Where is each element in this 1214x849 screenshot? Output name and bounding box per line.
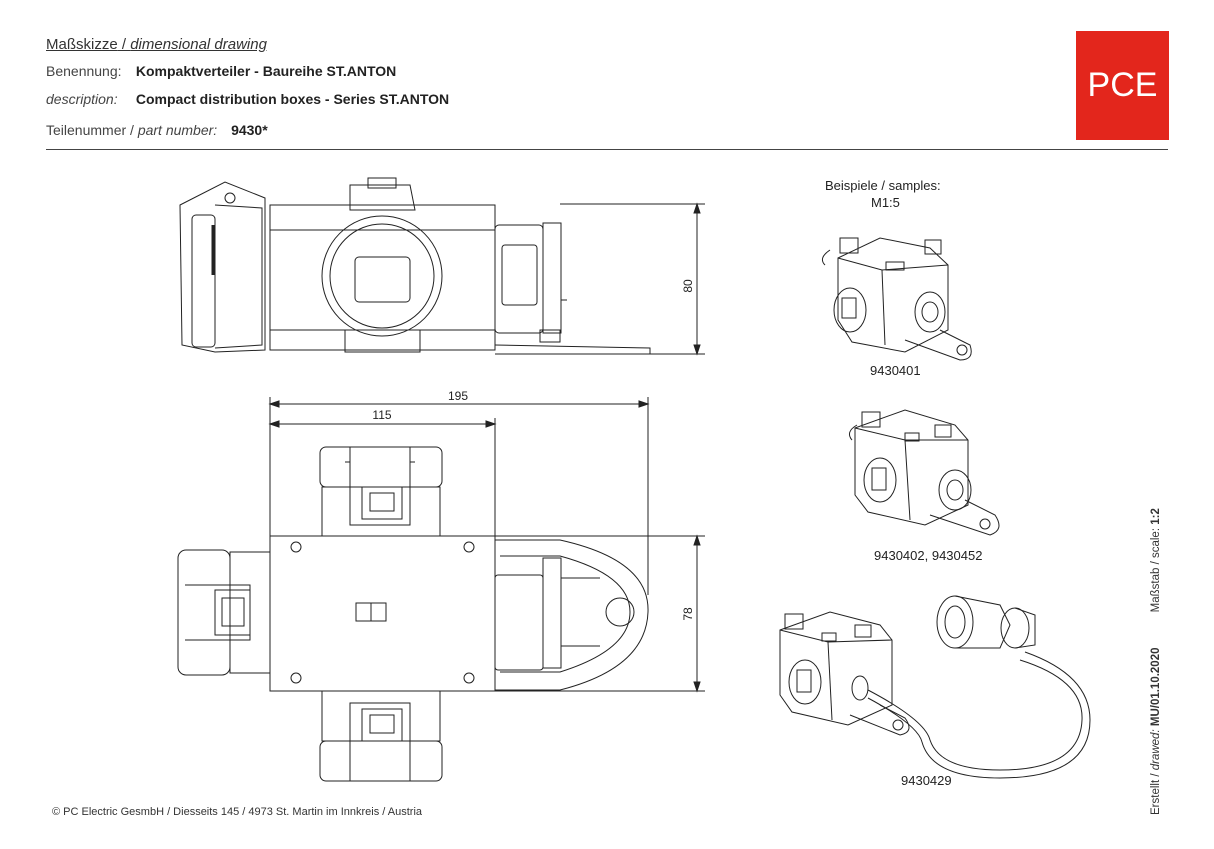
part-number-value: 9430* [231,122,268,138]
description-value: Compact distribution boxes - Series ST.A… [135,91,450,107]
drawing-title: Maßskizze / dimensional drawing [46,36,267,53]
sample-9430401-drawing [821,237,972,361]
designation-value: Kompaktverteiler - Baureihe ST.ANTON [135,63,397,79]
header-divider [46,149,1168,150]
top-view [177,397,705,782]
scale-value: 1:2 [1150,508,1162,525]
sample-label-1: 9430401 [870,363,921,378]
sample-label-3: 9430429 [901,773,952,788]
pce-logo: PCE [1076,31,1169,140]
title-en: dimensional drawing [130,36,267,53]
dim-height-side: 80 [681,279,695,293]
description-row: description: Compact distribution boxes … [46,91,449,107]
created-value: MU/01.10.2020 [1150,647,1162,727]
drawing-meta-sidebar: Erstellt / drawed: MU/01.10.2020 Maßstab… [1150,508,1162,815]
part-number-label: Teilenummer / part number: [46,122,218,138]
copyright-footer: © PC Electric GesmbH / Diesseits 145 / 4… [52,806,423,818]
sample-9430402-drawing [848,409,1000,536]
samples-scale: M1:5 [871,195,900,210]
part-number-row: Teilenummer / part number: 9430* [46,122,268,138]
designation-label: Benennung: [46,63,122,79]
dim-width-top: 78 [681,607,695,621]
dim-length-total: 195 [448,389,468,403]
samples-heading: Beispiele / samples: [825,178,941,193]
dim-length-body: 115 [372,408,391,422]
sample-9430429-drawing [779,595,1091,779]
sample-label-2: 9430402, 9430452 [874,548,983,563]
title-de: Maßskizze [46,36,118,53]
side-view [179,177,705,356]
designation-row: Benennung: Kompaktverteiler - Baureihe S… [46,63,396,79]
scale-label: Maßstab / scale: [1150,527,1162,613]
description-label: description: [46,91,118,107]
